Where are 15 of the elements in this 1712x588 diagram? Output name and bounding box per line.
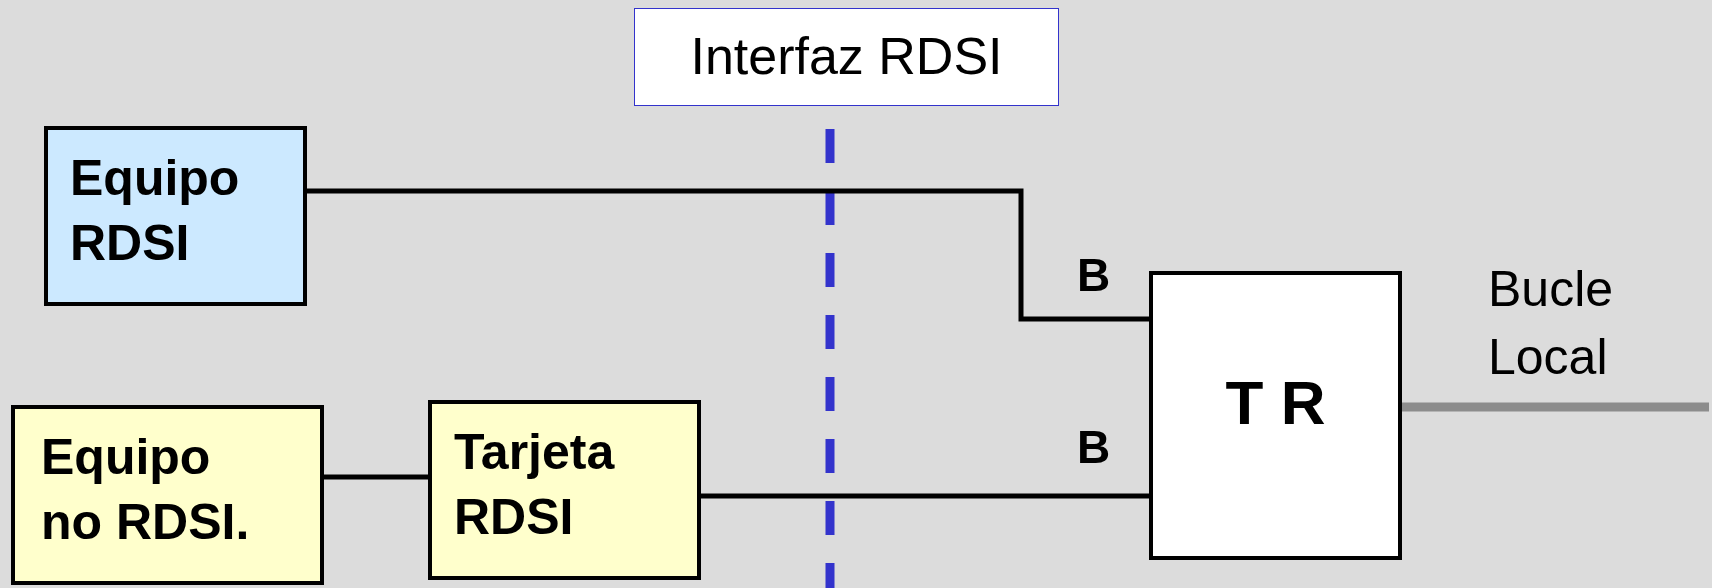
line-label: Bucle Local — [1488, 260, 1615, 387]
box-label: Tarjeta RDSI — [454, 423, 616, 547]
device-box — [428, 400, 701, 580]
device-box — [1149, 271, 1402, 560]
device-box — [44, 126, 307, 306]
title-text: Interfaz RDSI — [689, 26, 1004, 87]
device-box — [11, 405, 324, 585]
box-label: Equipo RDSI — [70, 149, 241, 273]
box-label: T R — [1224, 367, 1327, 439]
connector-line — [307, 188, 1149, 322]
connector-line — [701, 493, 1149, 499]
box-label: Equipo no RDSI. — [41, 428, 250, 552]
local-loop-line — [1402, 402, 1709, 412]
title-box — [634, 8, 1059, 106]
connector-line — [324, 474, 428, 480]
